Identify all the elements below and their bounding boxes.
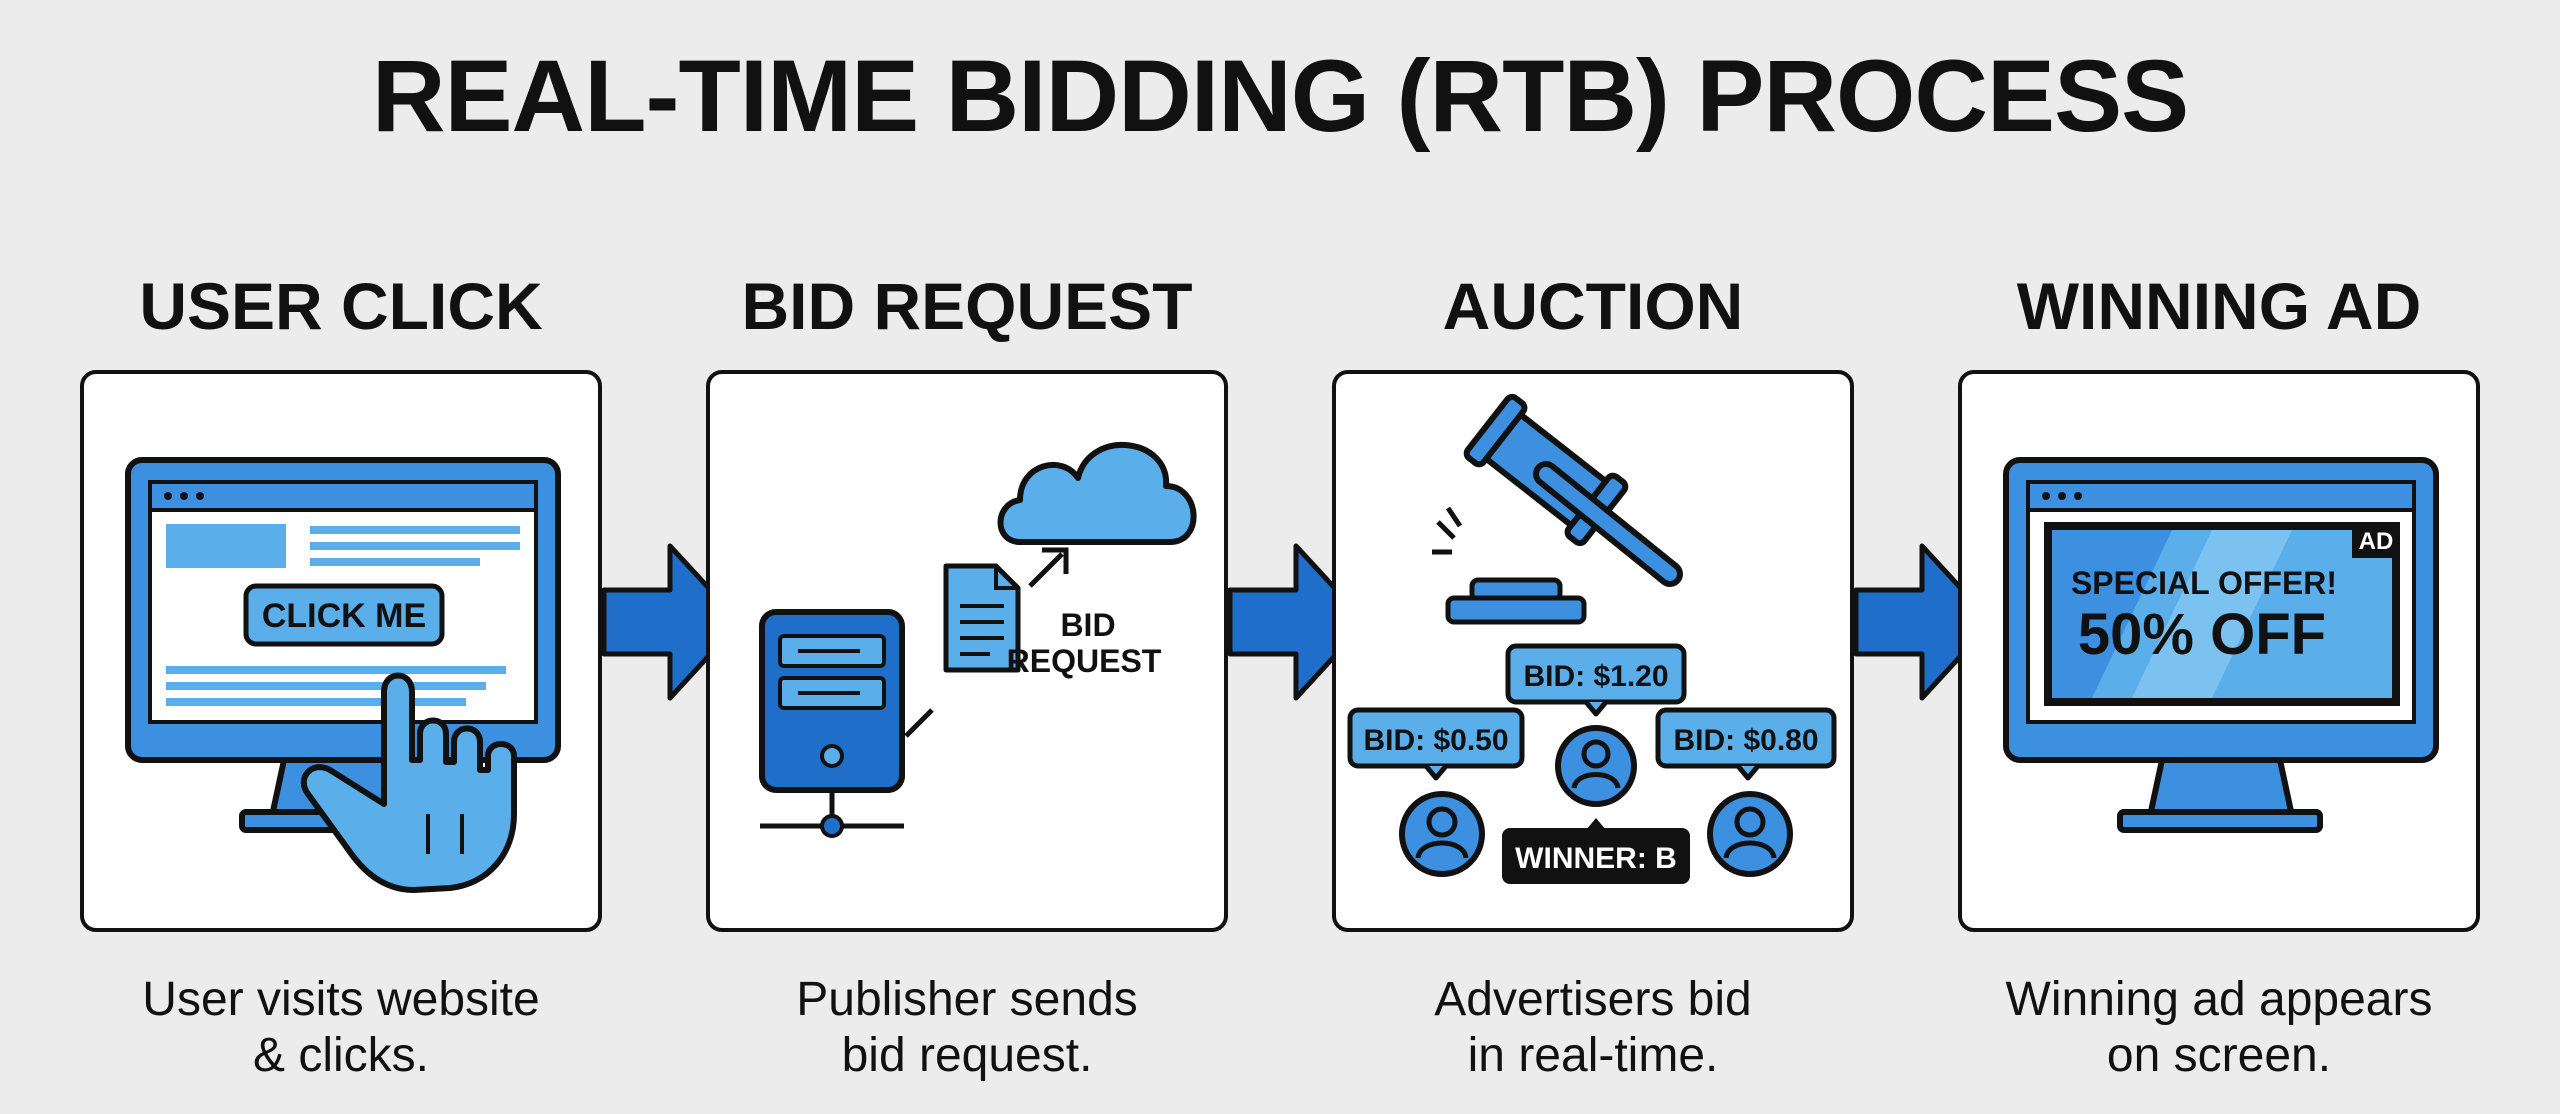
connector-line: [904, 708, 934, 738]
cloud-icon: [997, 442, 1197, 545]
bid-label: BID: $0.50: [1363, 724, 1508, 757]
diagram-title: REAL-TIME BIDDING (RTB) PROCESS: [371, 39, 2189, 153]
caption-winning-ad: Winning ad appears on screen.: [2005, 973, 2433, 1082]
advertiser-avatar-icon: [1399, 791, 1485, 877]
bid-bubble: BID: $1.20: [1505, 643, 1687, 717]
ad-discount: 50% OFF: [2078, 602, 2326, 667]
advertiser-avatar-icon: [1555, 725, 1637, 807]
caption-bid-request: Publisher sends bid request.: [796, 973, 1138, 1082]
step-heading-auction: AUCTION: [1442, 269, 1744, 343]
gavel-icon: [1432, 393, 1683, 625]
click-me-label: CLICK ME: [262, 597, 426, 635]
panel-user-click: CLICK ME: [80, 370, 602, 932]
flow-arrow-icon: [1227, 543, 1369, 701]
step-heading-bid-request: BID REQUEST: [741, 269, 1193, 343]
bid-label: BID: $1.20: [1523, 660, 1668, 693]
server-icon: [759, 609, 905, 838]
document-icon: [943, 563, 1021, 673]
flow-arrow-icon: [601, 543, 743, 701]
bid-bubble: BID: $0.80: [1655, 707, 1837, 781]
panel-auction: BID: $1.20 BID: $0.50 BID: $0.80: [1332, 370, 1854, 932]
ad-headline: SPECIAL OFFER!: [2071, 565, 2337, 601]
caption-user-click: User visits website & clicks.: [142, 973, 540, 1082]
winner-badge: WINNER: B: [1502, 818, 1690, 884]
ad-tag: AD: [2359, 528, 2394, 555]
winner-label: WINNER: B: [1515, 842, 1677, 875]
caption-auction: Advertisers bid in real-time.: [1434, 973, 1752, 1082]
bid-request-label: REQUEST: [1007, 643, 1162, 679]
flow-arrow-icon: [1853, 543, 1995, 701]
panel-winning-ad: AD SPECIAL OFFER! 50% OFF: [1958, 370, 2480, 932]
bid-label: BID: $0.80: [1673, 724, 1818, 757]
click-me-button: CLICK ME: [243, 583, 445, 647]
step-heading-winning-ad: WINNING AD: [2016, 269, 2422, 343]
bid-bubble: BID: $0.50: [1347, 707, 1525, 781]
send-arrow-icon: [1028, 547, 1069, 588]
advertiser-avatar-icon: [1707, 791, 1793, 877]
panel-bid-request: BID REQUEST: [706, 370, 1228, 932]
bid-request-label: BID: [1060, 607, 1115, 643]
pointer-hand-icon: [300, 672, 517, 893]
step-heading-user-click: USER CLICK: [139, 269, 543, 343]
ad-banner: AD SPECIAL OFFER! 50% OFF: [2044, 522, 2400, 706]
